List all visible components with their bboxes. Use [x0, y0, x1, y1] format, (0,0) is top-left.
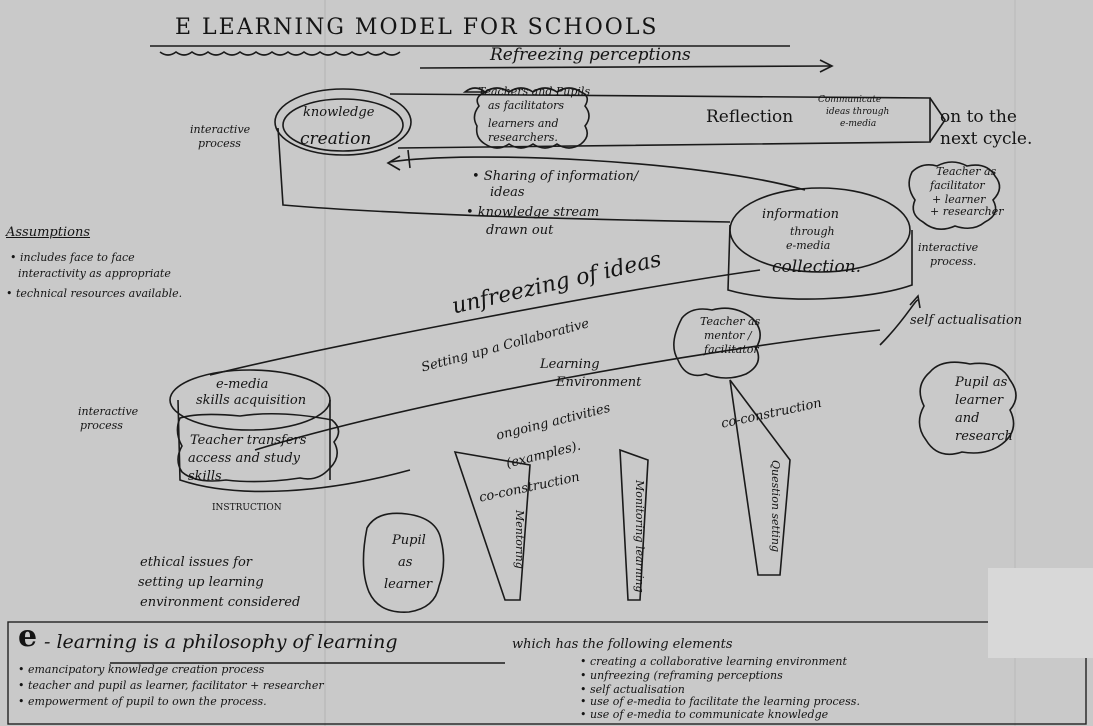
- ethical-line-2: setting up learning: [138, 575, 264, 590]
- communicate-line-1: Communicate: [818, 95, 882, 105]
- pupil-researcher-line-1: Pupil as: [955, 375, 1008, 390]
- teacher-transfers-line-3: skills: [188, 469, 222, 484]
- teacher-mentor-line-2: mentor /: [704, 329, 752, 342]
- teacher-facilitator-right-3: + learner: [932, 193, 986, 206]
- interactive-process-lower-1: interactive: [78, 405, 139, 418]
- next-cycle-line-1: on to the: [940, 107, 1017, 127]
- reflection-label: Reflection: [706, 107, 794, 127]
- pupil-researcher-line-2: learner: [955, 393, 1004, 408]
- left-item-1: • emancipatory knowledge creation proces…: [18, 663, 265, 676]
- teachers-pupils-line-1: Teachers and Pupils: [478, 85, 591, 98]
- pupil-researcher-line-3: and: [955, 411, 980, 426]
- next-cycle-line-2: next cycle.: [940, 129, 1033, 149]
- interactive-process-top-1: interactive: [190, 123, 251, 136]
- assumptions-heading: Assumptions: [6, 225, 91, 240]
- teachers-pupils-line-4: researchers.: [488, 131, 558, 144]
- communicate-line-3: e-media: [840, 119, 877, 129]
- right-item-5: • use of e-media to communicate knowledg…: [580, 708, 829, 721]
- e-media-label: e-media: [786, 239, 831, 252]
- diagram-title: E LEARNING MODEL FOR SCHOOLS: [175, 15, 659, 40]
- teacher-facilitator-right-4: + researcher: [930, 205, 1004, 218]
- setting-up-line-2: Learning: [540, 357, 600, 372]
- e-media-skills-line-1: e-media: [216, 377, 269, 392]
- right-item-2: • unfreezing (reframing perceptions: [580, 669, 783, 682]
- knowledge-stream-line-2: drawn out: [486, 223, 554, 238]
- headline-main: - learning is a philosophy of learning: [44, 631, 398, 653]
- right-item-3: • self actualisation: [580, 683, 685, 696]
- assumption-item-1: • includes face to face: [10, 251, 135, 264]
- assumption-item-3: • technical resources available.: [6, 287, 183, 300]
- teachers-pupils-line-3: learners and: [488, 117, 559, 130]
- sharing-line-2: ideas: [490, 185, 525, 200]
- pillar-mentoring: Mentoring: [513, 510, 526, 569]
- ethical-line-3: environment considered: [140, 595, 301, 610]
- refreezing-label: Refreezing perceptions: [490, 45, 691, 65]
- pupil-learner-line-2: as: [398, 555, 413, 570]
- instruction-label: INSTRUCTION: [212, 503, 282, 513]
- e-media-skills-line-2: skills acquisition: [196, 393, 307, 408]
- collection-label: collection.: [772, 257, 862, 277]
- teacher-mentor-line-1: Teacher as: [700, 315, 761, 328]
- philosophy-box: e - learning is a philosophy of learning…: [0, 618, 1093, 726]
- interactive-process-right-1: interactive: [918, 241, 979, 254]
- creation-label: creation: [300, 129, 372, 149]
- teachers-pupils-line-2: as facilitators: [488, 99, 564, 112]
- pillar-monitoring-learning: Monitoring learning: [633, 480, 646, 593]
- self-actualisation-label: self actualisation: [910, 313, 1023, 328]
- knowledge-stream-line-1: • knowledge stream: [466, 205, 600, 220]
- interactive-process-top-2: process: [198, 137, 241, 150]
- pupil-learner-line-3: learner: [384, 577, 433, 592]
- headline-tail: which has the following elements: [512, 637, 733, 652]
- teacher-transfers-line-2: access and study: [188, 451, 300, 466]
- ethical-line-1: ethical issues for: [140, 555, 252, 570]
- right-item-4: • use of e-media to facilitate the learn…: [580, 695, 860, 708]
- interactive-process-lower-2: process: [80, 419, 123, 432]
- pupil-learner-line-1: Pupil: [392, 533, 426, 548]
- information-label: information: [762, 207, 840, 222]
- knowledge-label: knowledge: [303, 105, 375, 120]
- left-item-2: • teacher and pupil as learner, facilita…: [18, 679, 324, 692]
- interactive-process-right-2: process.: [930, 255, 977, 268]
- pupil-researcher-line-4: research: [955, 429, 1013, 444]
- setting-up-line-3: Environment: [556, 375, 642, 390]
- headline-e: e: [18, 619, 38, 654]
- pillar-question-setting: Question setting: [769, 460, 782, 553]
- communicate-line-2: ideas through: [826, 107, 890, 117]
- right-item-1: • creating a collaborative learning envi…: [580, 655, 847, 668]
- teacher-facilitator-right-2: facilitator: [930, 179, 985, 192]
- left-item-3: • empowerment of pupil to own the proces…: [18, 695, 267, 708]
- teacher-mentor-line-3: facilitator: [704, 343, 759, 356]
- sharing-line-1: • Sharing of information/: [472, 169, 639, 184]
- assumption-item-2: interactivity as appropriate: [18, 267, 171, 280]
- teacher-transfers-line-1: Teacher transfers: [190, 433, 307, 448]
- through-label: through: [790, 225, 835, 238]
- teacher-facilitator-right-1: Teacher as: [936, 165, 997, 178]
